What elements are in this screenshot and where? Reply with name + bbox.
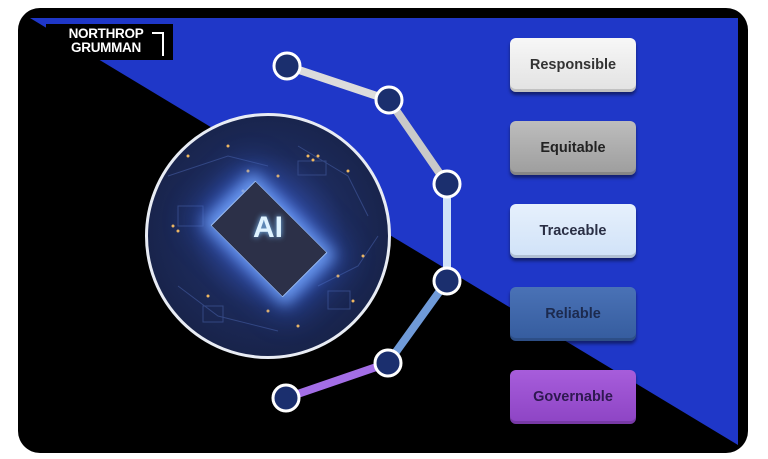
principle-responsible: Responsible — [510, 38, 636, 92]
connector-line-equitable — [385, 96, 451, 188]
slide-frame: NORTHROP GRUMMAN AI — [18, 8, 748, 453]
connector-arc — [271, 51, 462, 413]
principle-governable: Governable — [510, 370, 636, 424]
logo-bracket-icon — [152, 32, 164, 56]
node-6 — [271, 383, 301, 413]
node-1 — [272, 51, 302, 81]
logo-text: NORTHROP GRUMMAN — [68, 26, 144, 55]
ai-chip-image: AI — [145, 113, 391, 359]
principle-traceable: Traceable — [510, 204, 636, 258]
ai-label: AI — [253, 211, 283, 244]
northrop-grumman-logo: NORTHROP GRUMMAN — [46, 24, 173, 60]
connector-line-governable — [282, 359, 392, 402]
connector-line-responsible — [283, 62, 393, 104]
circuit-board-pattern — [167, 144, 379, 332]
principle-reliable: Reliable — [510, 287, 636, 341]
node-5 — [373, 348, 403, 378]
connector-line-reliable — [384, 277, 451, 367]
node-4 — [432, 266, 462, 296]
node-2 — [374, 85, 404, 115]
principle-equitable: Equitable — [510, 121, 636, 175]
node-3 — [432, 169, 462, 199]
